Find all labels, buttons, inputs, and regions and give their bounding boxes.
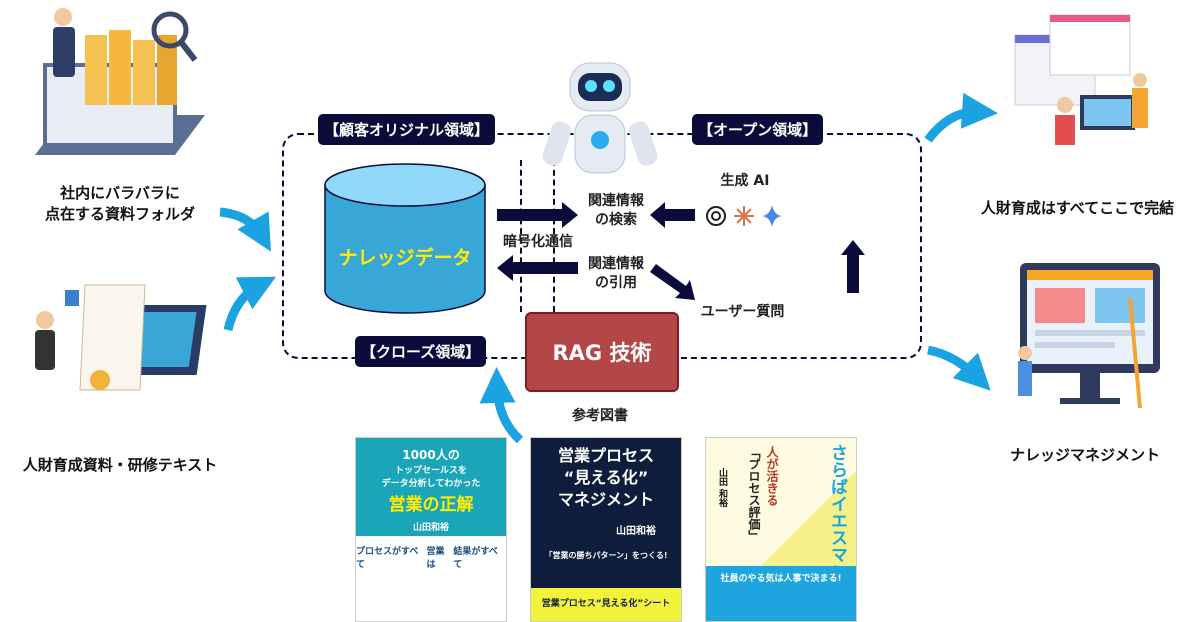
label-related-cite: 関連情報 の引用 [580,255,652,293]
caption-scattered-folders: 社内にバラバラに 点在する資料フォルダ [20,183,220,225]
label-line: の検索 [595,212,637,228]
knowledge-management-illustration [1005,258,1170,418]
book-title-line: マネジメント [557,490,654,509]
book-title-line: 1000人の [402,448,460,462]
book-sub: プロセスがすべて [356,547,419,570]
book-footer: 営業プロセス“見える化”シート [541,599,671,609]
book-title-line: データ分析してわかった [381,479,481,489]
book-title-line: “見える化” [563,468,649,487]
book-title-line: 「プロセス評価」 [747,446,761,542]
book-tagline: 「営業の勝ちパターン」をつくる! [544,551,668,560]
gemini-icon [762,205,782,227]
book-author: 山田和裕 [616,526,656,537]
label-related-search: 関連情報 の検索 [580,192,652,230]
arrow-box-to-knowledge [927,345,991,391]
caption-knowledge-management: ナレッジマネジメント [1009,446,1160,464]
encrypted-channel-line-left [520,160,522,312]
label-encrypted: 暗号化通信 [503,234,573,250]
arrow-question-to-ai [841,240,865,293]
arrow-ai-to-search [650,202,695,228]
book-cover-sales-process: 営業プロセス “見える化” マネジメント 山田和裕 「営業の勝ちパターン」をつく… [530,437,682,622]
book-footer-band: 社員のやる気は人事で決まる! [706,566,856,621]
book-cover-farewell-yesman: さらばイエスマン 人が活きる 「プロセス評価」 山田 和裕 社員のやる気は人事で… [705,437,857,622]
arrow-cite [497,255,578,281]
openai-icon [706,206,726,226]
database-label: ナレッジデータ [338,247,472,269]
book-author: 山田 和裕 [717,468,727,508]
arrow-folders-to-box [219,207,271,252]
label-line: の引用 [595,275,637,291]
label-line: 関連情報 [588,256,644,272]
arrow-cite-to-question [650,264,695,300]
ai-logos [704,203,784,229]
arrow-box-to-training [924,92,998,143]
label-line: 関連情報 [588,193,644,209]
tag-closed-region: 【クローズ領域】 [355,336,487,367]
training-workspace-illustration [1010,5,1170,165]
book-cover-sales-answer: 1000人の トップセールスを データ分析してわかった 営業の正解 山田和裕 プ… [355,437,507,622]
caption-training-complete: 人財育成はすべてここで完結 [980,199,1175,217]
label-generative-ai: 生成 AI [720,173,770,189]
arrow-books-to-box [479,367,524,444]
book-title-line: トップセールスを [394,466,467,476]
book-title-line: さらばイエスマン [827,444,847,580]
arrow-search [497,202,578,228]
arrow-training-to-box [223,276,276,332]
tag-customer-region: 【顧客オリジナル領域】 [318,114,496,145]
book-title-line: 営業の正解 [388,495,474,515]
label-user-question: ユーザー質問 [700,304,785,320]
tag-open-region: 【オープン領域】 [692,114,824,145]
caption-training-materials: 人財育成資料・研修テキスト [22,456,218,474]
book-author: 山田和裕 [412,523,449,533]
knowledge-database: ナレッジデータ [323,163,487,315]
book-sub: 結果がすべて [453,547,498,570]
book-title-line: 人が活きる [765,446,779,506]
folder-search-illustration [25,5,215,165]
robot-illustration [535,55,665,185]
encrypted-channel-line-right [553,160,555,312]
rag-technology-box: RAG 技術 [525,312,679,392]
book-sub: 営業は [426,547,445,570]
book-lower-panel: プロセスがすべて 営業は 結果がすべて [356,536,506,621]
book-title-line: 営業プロセス [557,446,654,465]
book-footer-band: 営業プロセス“見える化”シート [531,588,681,621]
training-graduate-illustration [15,280,215,410]
label-reference-books: 参考図書 [572,408,628,424]
book-footer: 社員のやる気は人事で決まる! [720,574,842,584]
caption-line: 社内にバラバラに [60,184,180,202]
caption-line: 点在する資料フォルダ [44,205,195,223]
rag-label: RAG 技術 [552,341,652,365]
claude-icon [734,206,754,226]
